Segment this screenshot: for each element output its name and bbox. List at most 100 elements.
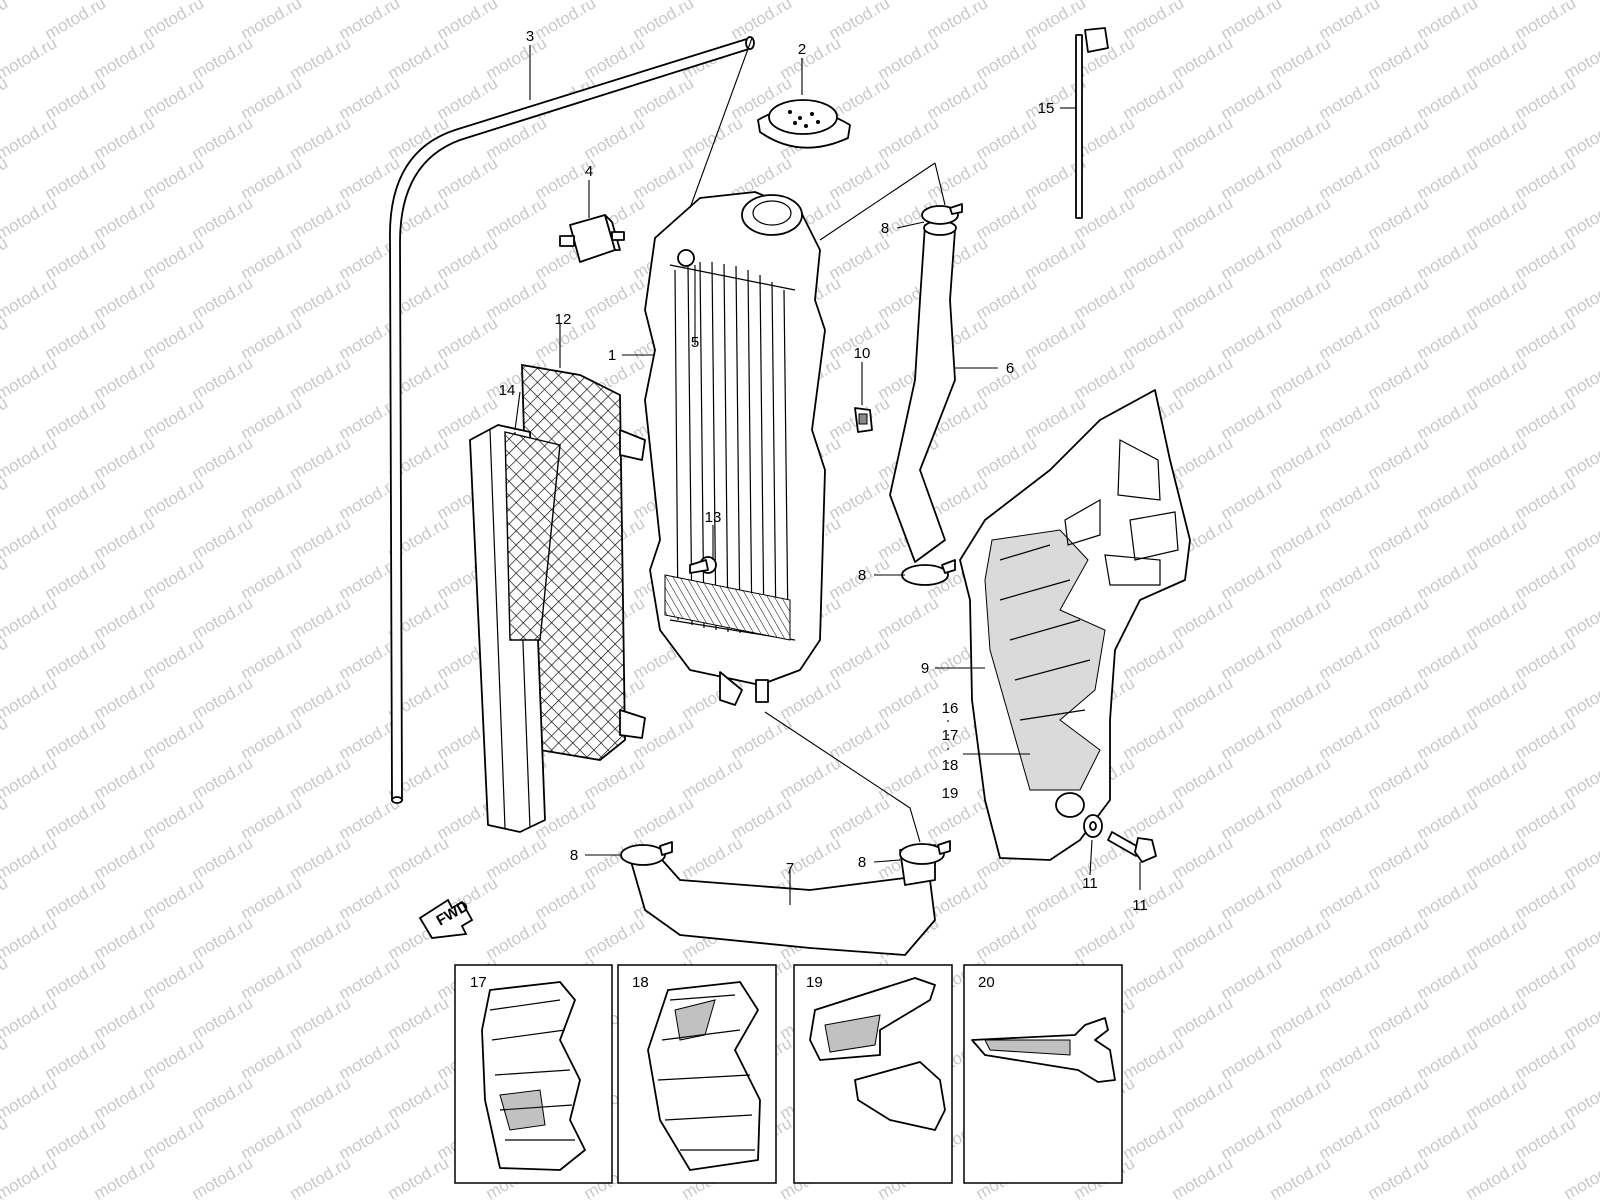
hose-clamp-lower-right	[899, 840, 951, 865]
inset-18-label: 18	[632, 974, 649, 991]
callout-8-lower-right: 8	[858, 854, 866, 871]
watermark-text: motod.ru	[0, 913, 60, 963]
callout-7: 7	[786, 860, 794, 877]
watermark-text: motod.ru	[0, 593, 60, 643]
temperature-sensor	[559, 214, 625, 263]
watermark-text: motod.ru	[826, 1193, 894, 1200]
watermark-text: motod.ru	[238, 1193, 306, 1200]
callout-4: 4	[585, 163, 593, 180]
callout-8-upper: 8	[881, 220, 889, 237]
clip	[854, 407, 873, 433]
radiator-shroud	[959, 389, 1191, 861]
watermark-text: motod.ru	[0, 0, 11, 43]
watermark-text: motod.ru	[1316, 1193, 1384, 1200]
inset-20-label: 20	[978, 974, 995, 991]
callout-9: 9	[921, 660, 929, 677]
watermark-text: motod.ru	[0, 433, 60, 483]
watermark-text: motod.ru	[0, 713, 11, 763]
watermark-text: motod.ru	[0, 113, 60, 163]
watermark-text: motod.ru	[336, 1193, 404, 1200]
inset-17: 17	[454, 964, 613, 1184]
bolt	[1107, 831, 1157, 863]
callout-10: 10	[854, 345, 871, 362]
watermark-text: motod.ru	[0, 1033, 11, 1083]
fwd-arrow-icon: FWD	[418, 898, 474, 939]
callout-12: 11	[1082, 875, 1098, 892]
watermark-text: motod.ru	[0, 273, 60, 323]
callout-8-lower-left: 8	[570, 847, 578, 864]
watermark-text: motod.ru	[1512, 1193, 1580, 1200]
watermark-text: motod.ru	[0, 993, 60, 1043]
washer	[1083, 814, 1103, 838]
callout-2: 2	[798, 41, 806, 58]
watermark-text: motod.ru	[0, 33, 60, 83]
watermark-text: motod.ru	[385, 1153, 453, 1200]
watermark-text: motod.ru	[0, 1153, 60, 1200]
watermark-text: motod.ru	[0, 833, 60, 883]
cable-tie	[1075, 27, 1109, 219]
watermark-text: motod.ru	[189, 1153, 257, 1200]
louver-panel	[469, 424, 561, 833]
leader-lines	[514, 37, 1141, 905]
upper-hose	[889, 220, 957, 563]
watermark-text: motod.ru	[0, 673, 60, 723]
callout-14: 13	[705, 509, 722, 526]
watermark-text: motod.ru	[1022, 1193, 1090, 1200]
hose-clamp-upper	[921, 203, 963, 225]
inset-18: 18	[617, 964, 777, 1184]
watermark-text: motod.ru	[0, 313, 11, 363]
watermark-text: motod.ru	[924, 1193, 992, 1200]
watermark-text: motod.ru	[728, 1193, 796, 1200]
watermark-text: motod.ru	[0, 73, 11, 123]
watermark-text: motod.ru	[0, 233, 11, 283]
watermark-text: motod.ru	[140, 1193, 208, 1200]
watermark-text: motod.ru	[42, 1193, 110, 1200]
watermark-text: motod.ru	[1267, 1153, 1335, 1200]
watermark-text: motod.ru	[0, 193, 60, 243]
watermark-text: motod.ru	[0, 553, 11, 603]
hose-clamp-lower-left	[620, 841, 673, 866]
watermark-text: motod.ru	[434, 1193, 502, 1200]
watermark-text: motod.ru	[0, 0, 60, 3]
inset-17-label: 17	[470, 974, 487, 991]
watermark-text: motod.ru	[0, 953, 11, 1003]
watermark-text: motod.ru	[0, 1113, 11, 1163]
callout-15: 14	[499, 382, 516, 399]
watermark-text: motod.ru	[0, 633, 11, 683]
overflow-tube	[389, 36, 755, 804]
callout-3: 3	[526, 28, 534, 45]
watermark-text: motod.ru	[0, 473, 11, 523]
callout-18: 17	[942, 727, 959, 744]
callout-11: 11	[1132, 897, 1148, 914]
inset-19: 19	[793, 964, 953, 1184]
watermark-text: motod.ru	[1365, 1153, 1433, 1200]
radiator	[644, 191, 826, 706]
watermark-text: motod.ru	[1169, 1153, 1237, 1200]
watermark-text: motod.ru	[0, 153, 11, 203]
callout-16: 15	[1038, 100, 1055, 117]
watermark-text: motod.ru	[0, 873, 11, 923]
callout-numbers: 3 2 4 1 5 12 14 13 6 10 15 8 8 8 8 9 16 …	[499, 28, 1148, 914]
watermark-text: motod.ru	[0, 513, 60, 563]
watermark-text: motod.ru	[532, 1193, 600, 1200]
callout-19: 18	[942, 757, 959, 774]
callout-13: 12	[555, 311, 572, 328]
watermark-text: motod.ru	[630, 1193, 698, 1200]
callout-6: 6	[1006, 360, 1014, 377]
watermark-text: motod.ru	[91, 1153, 159, 1200]
watermark-text: motod.ru	[0, 793, 11, 843]
watermark-text: motod.ru	[0, 393, 11, 443]
callout-5: 5	[691, 334, 699, 351]
callout-1: 1	[608, 347, 616, 364]
watermark-text: motod.ru	[1414, 1193, 1482, 1200]
watermark-text: motod.ru	[1218, 1193, 1286, 1200]
inset-20: 20	[963, 964, 1123, 1184]
callout-8-mid: 8	[858, 567, 866, 584]
callout-17: 16	[942, 700, 959, 717]
watermark-text: motod.ru	[1561, 1153, 1600, 1200]
watermark-text: motod.ru	[0, 353, 60, 403]
watermark-text: motod.ru	[1463, 1153, 1531, 1200]
callout-20: 19	[942, 785, 959, 802]
radiator-cap	[757, 99, 851, 149]
